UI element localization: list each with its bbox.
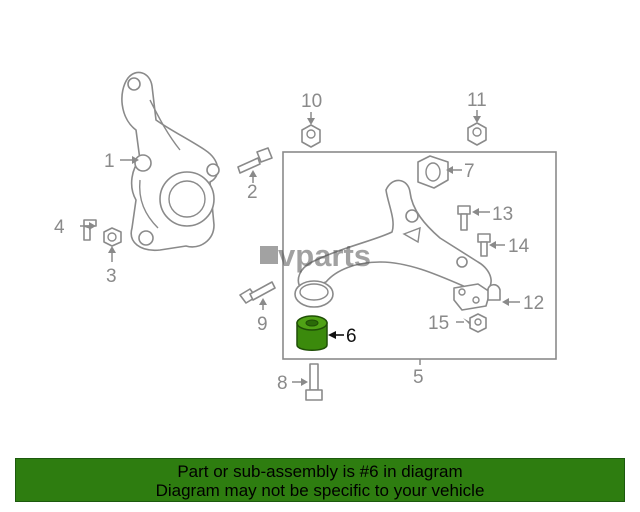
callout-14: 14 [508,236,530,257]
part-13-bolt[interactable] [457,205,471,231]
callout-5: 5 [413,367,424,388]
watermark-logo: vparts [260,238,371,273]
callout-1: 1 [104,151,115,172]
steering-knuckle[interactable] [121,71,220,252]
svg-text:vparts: vparts [278,238,371,273]
callout-7: 7 [464,161,475,182]
part-12-ball-joint[interactable] [453,283,501,311]
callout-10: 10 [301,91,322,112]
part-8-bolt[interactable] [305,363,323,401]
parts-diagram: vparts 1 2 3 4 5 6 7 8 9 10 11 12 13 14 … [54,71,557,401]
part-11-nut[interactable] [467,122,487,146]
leader-part-6 [328,331,344,339]
callout-12: 12 [523,293,544,314]
callout-6: 6 [346,326,357,347]
callout-3: 3 [106,266,117,287]
callout-8: 8 [277,373,288,394]
callout-9: 9 [257,314,268,335]
callout-4: 4 [54,217,65,238]
banner-line-1: Part or sub-assembly is #6 in diagram [177,462,463,481]
part-3-nut[interactable] [103,227,122,247]
part-9-bolt[interactable] [239,281,276,304]
banner-line-2: Diagram may not be specific to your vehi… [155,481,485,500]
callout-2: 2 [247,182,258,203]
callout-11: 11 [467,90,487,111]
info-banner: Part or sub-assembly is #6 in diagram Di… [15,458,625,502]
callout-15: 15 [428,313,449,334]
lower-control-arm[interactable] [294,179,492,308]
part-6-bushing-highlighted[interactable] [296,315,328,351]
callout-13: 13 [492,204,513,225]
part-10-nut[interactable] [301,124,321,148]
part-2-bolt[interactable] [237,147,273,174]
leader-lines [80,110,520,386]
part-15-nut[interactable] [469,313,487,333]
part-7-bushing[interactable] [417,155,449,189]
part-14-bolt[interactable] [477,233,491,257]
